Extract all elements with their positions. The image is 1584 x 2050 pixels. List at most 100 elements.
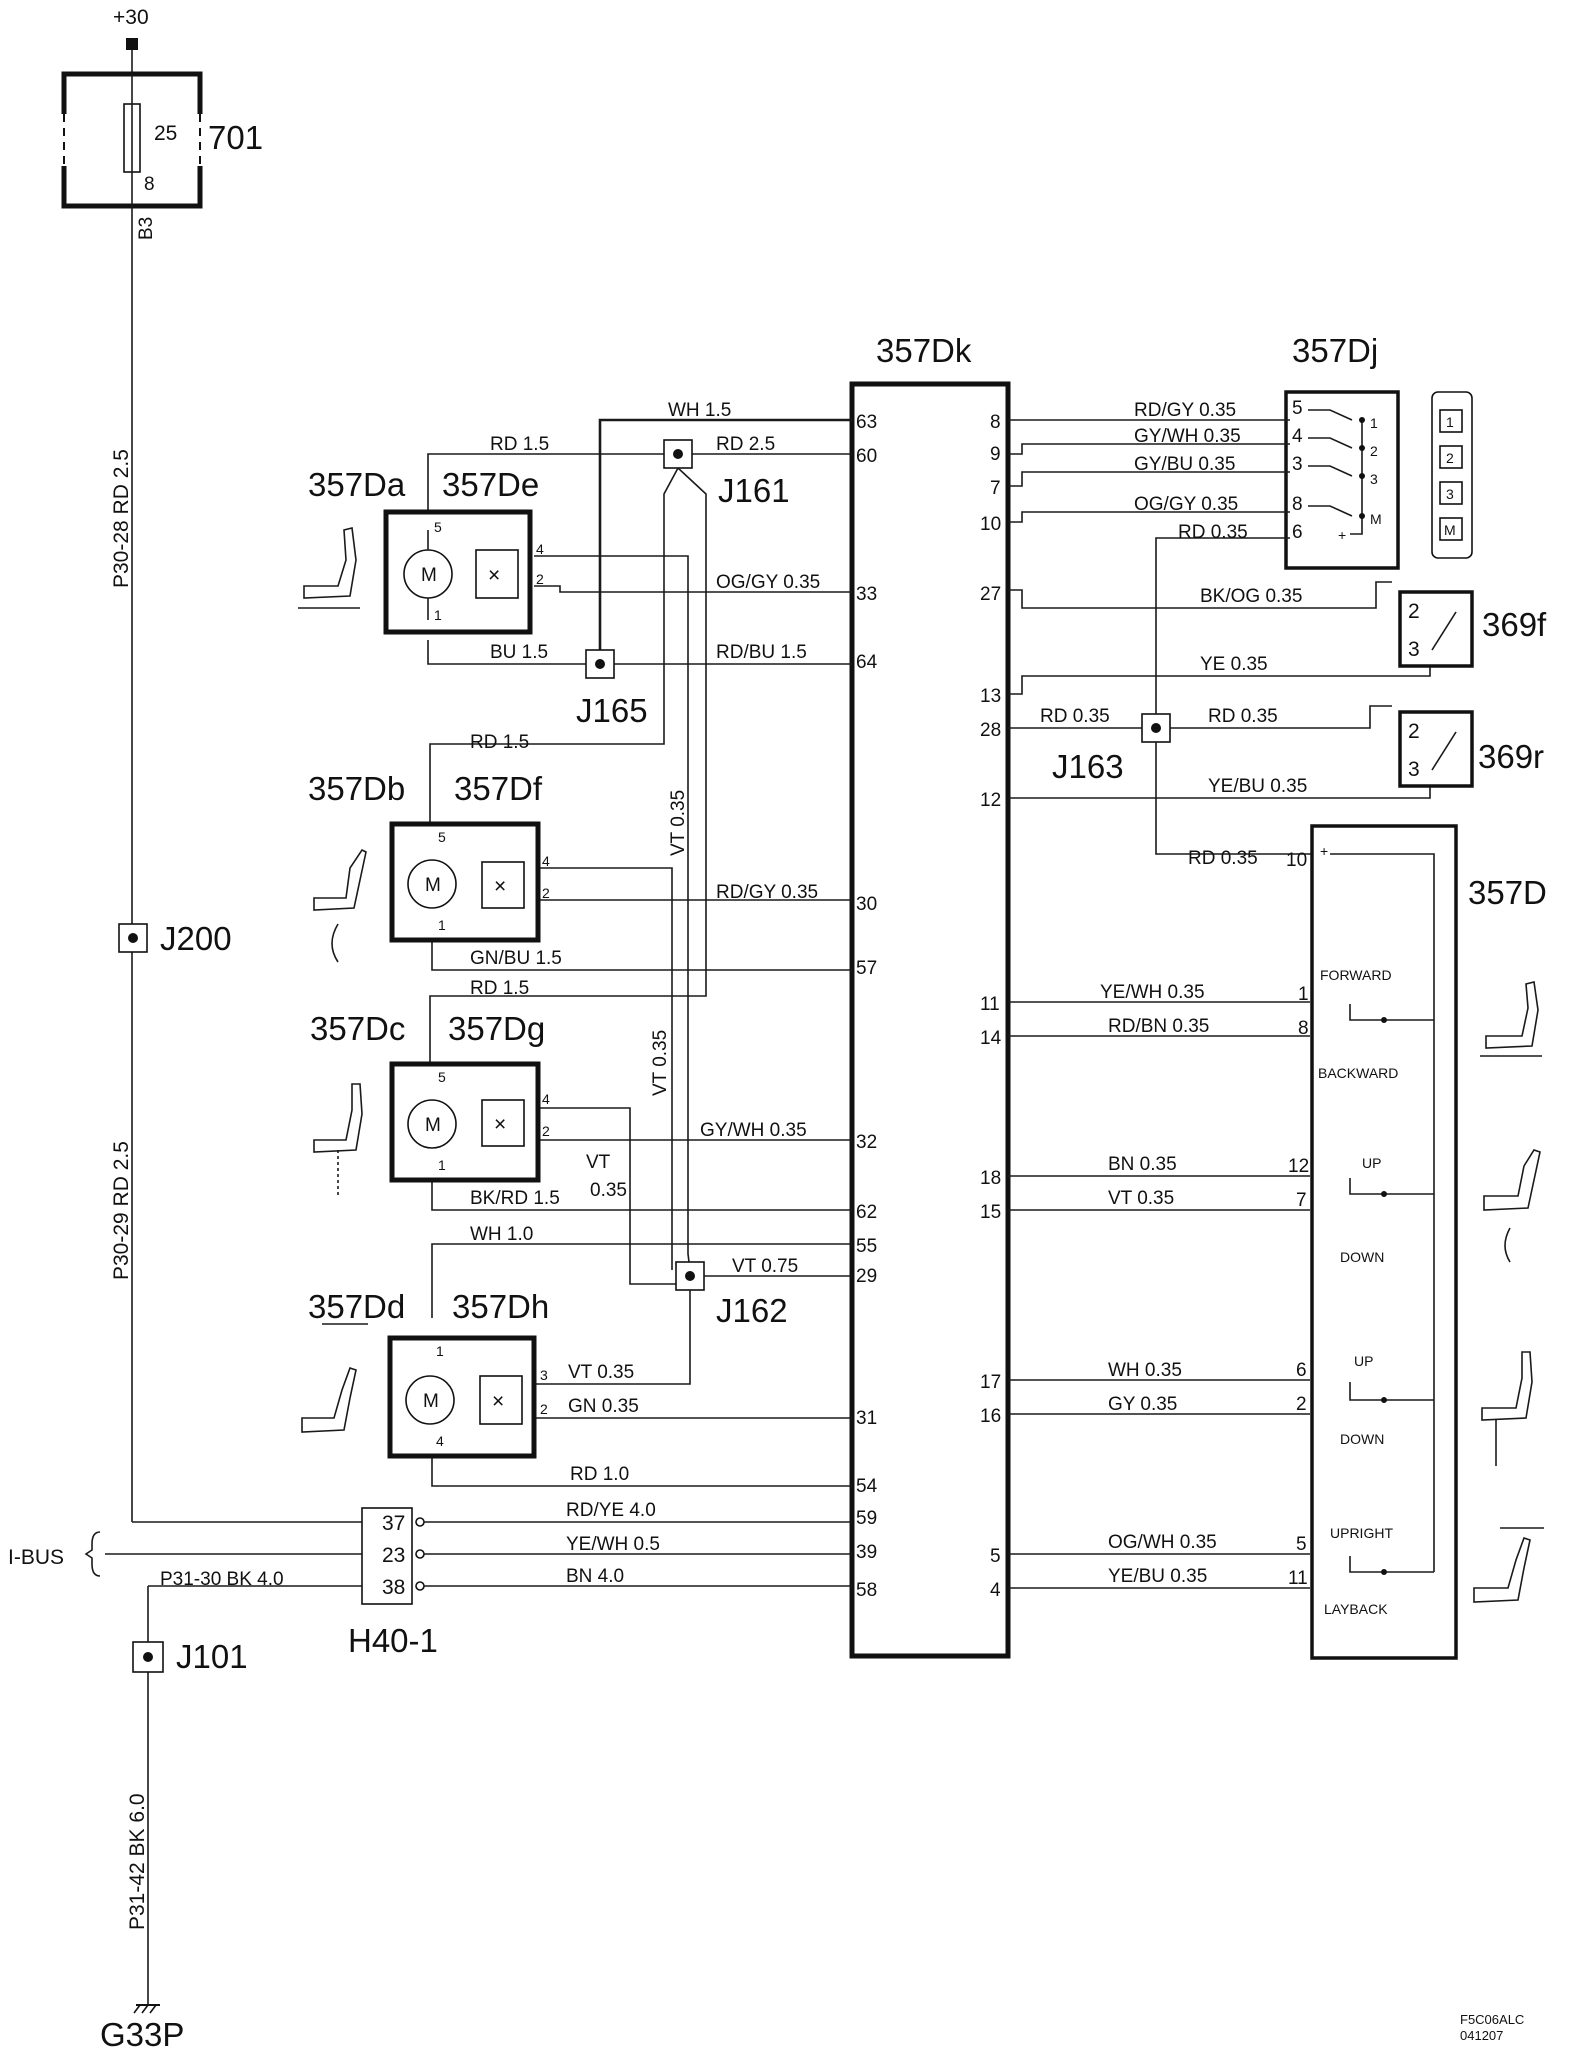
wire-wh10: WH 1.0 [470,1224,533,1245]
pin-64: 64 [856,652,878,673]
j163-dot [1151,723,1161,733]
wire-vt075: VT 0.75 [732,1256,798,1277]
svg-text:5: 5 [438,1069,446,1085]
j200-box [118,923,148,953]
connector-h40-1: I-BUS 37 23 38 H40-1 [8,1507,438,1659]
sensor-dh-icon [479,1375,523,1425]
pin-18: 18 [980,1168,1001,1189]
j161-label: J161 [718,472,790,509]
j162-dot [685,1271,695,1281]
svg-text:5: 5 [438,829,446,845]
wire-r-vt035: VT 0.35 [1108,1188,1174,1209]
j165-dot [595,659,605,669]
wire-rd15a: RD 1.5 [490,434,549,455]
sensor-de-x: × [488,564,500,587]
svg-text:1: 1 [436,1343,444,1359]
svg-text:2: 2 [1408,600,1420,623]
mem-pin-8: 8 [1292,494,1303,515]
ground-branch: P31-30 BK 4.0 J101 P31-42 BK 6.0 G33P [100,1569,362,2050]
wire-r-yebu2: YE/BU 0.35 [1108,1566,1207,1587]
sensor-dg-x: × [494,1113,506,1136]
mem-contact-m: M [1370,511,1382,527]
wire-r-ogwh: OG/WH 0.35 [1108,1532,1217,1553]
switch-369r: 2 3 369r [1398,710,1544,788]
seat-recline-icon [301,1366,357,1433]
motor-dd-m: M [423,1391,439,1412]
wire-r-rd035d: RD 0.35 [1188,848,1258,869]
tilt-arrow-icon [331,923,339,963]
wire-bkrd: BK/RD 1.5 [470,1188,560,1209]
pin-33: 33 [856,584,877,605]
svg-text:2: 2 [1408,720,1420,743]
wire-r-bkog: BK/OG 0.35 [1200,586,1302,607]
footer-date: 041207 [1460,2028,1503,2043]
j200-label: J200 [160,920,232,957]
svg-text:1: 1 [438,917,446,933]
seat-recline-right-icon [1473,1536,1531,1603]
mem-pin-3: 3 [1292,454,1303,475]
svg-text:UP: UP [1362,1155,1381,1171]
wire-r-rdbn: RD/BN 0.35 [1108,1016,1209,1037]
fuse-out-label: B3 [136,217,157,240]
memory-button-3 [1439,481,1463,505]
wire-r-bn035: BN 0.35 [1108,1154,1177,1175]
ss-pin-8: 8 [1298,1018,1309,1039]
pin-29: 29 [856,1266,877,1287]
ss-pin-7: 7 [1296,1190,1307,1211]
wire-rd25: RD 2.5 [716,434,775,455]
pin-15: 15 [980,1202,1001,1223]
wire-rd15c: RD 1.5 [470,978,529,999]
svg-text:DOWN: DOWN [1340,1249,1384,1265]
svg-text:2: 2 [536,571,544,587]
mem-pin-5: 5 [1292,398,1303,419]
motor-db-label: 357Db [308,770,405,807]
svg-text:4: 4 [542,853,550,869]
main-feed: P30-28 RD 2.5 J200 P30-29 RD 2.5 [110,206,362,1523]
wire-rdye: RD/YE 4.0 [566,1500,656,1521]
wire-yewh: YE/WH 0.5 [566,1534,660,1555]
pin-55: 55 [856,1236,877,1257]
pin-30: 30 [856,894,877,915]
left-wiring: WH 1.5 RD 1.5 RD 2.5 J161 OG/GY 0.35 BU … [424,400,852,1587]
mem-pin-4: 4 [1292,426,1303,447]
sensor-df-x: × [494,875,506,898]
fuse-pin: 8 [144,174,155,195]
svg-text:2: 2 [1446,450,1454,466]
wire-r-yewh: YE/WH 0.35 [1100,982,1205,1003]
mem-contact-2: 2 [1370,443,1378,459]
wire-gywh: GY/WH 0.35 [700,1120,807,1141]
svg-text:1: 1 [438,1157,446,1173]
pin-54: 54 [856,1476,878,1497]
j162-box [675,1261,705,1291]
svg-text:FORWARD: FORWARD [1320,967,1392,983]
motor-dc-m: M [425,1115,441,1136]
wire-gn035: GN 0.35 [568,1396,639,1417]
wire-p31-30: P31-30 BK 4.0 [160,1569,284,1590]
wire-vt-a: VT [586,1152,611,1173]
j101-box [132,1641,164,1673]
pin-58: 58 [856,1580,877,1601]
pin-4: 4 [990,1580,1001,1601]
seat-switch-box [1310,824,1458,1660]
wire-vt035c: VT 0.35 [568,1362,634,1383]
ss-pin-2: 2 [1296,1394,1307,1415]
connector-pin-38: 38 [382,1576,405,1599]
motor-db-m: M [425,875,441,896]
svg-text:+: + [1320,843,1328,859]
seat-tilt-icon [313,848,367,911]
seat-forward-icon [303,527,357,599]
svg-text:4: 4 [542,1091,550,1107]
svg-text:3: 3 [1408,638,1420,661]
wire-rdgy: RD/GY 0.35 [716,882,818,903]
switch-369f-label: 369f [1482,606,1547,643]
svg-text:2: 2 [542,1123,550,1139]
seat-pictograms-left [298,527,368,1433]
wire-rd15b: RD 1.5 [470,732,529,753]
svg-text:2: 2 [540,1401,548,1417]
j200-dot [128,933,138,943]
switch-369r-label: 369r [1478,738,1544,775]
seat-pictograms-right [1473,981,1544,1603]
wire-r-rd035b: RD 0.35 [1040,706,1110,727]
wire-r-gy035: GY 0.35 [1108,1394,1177,1415]
